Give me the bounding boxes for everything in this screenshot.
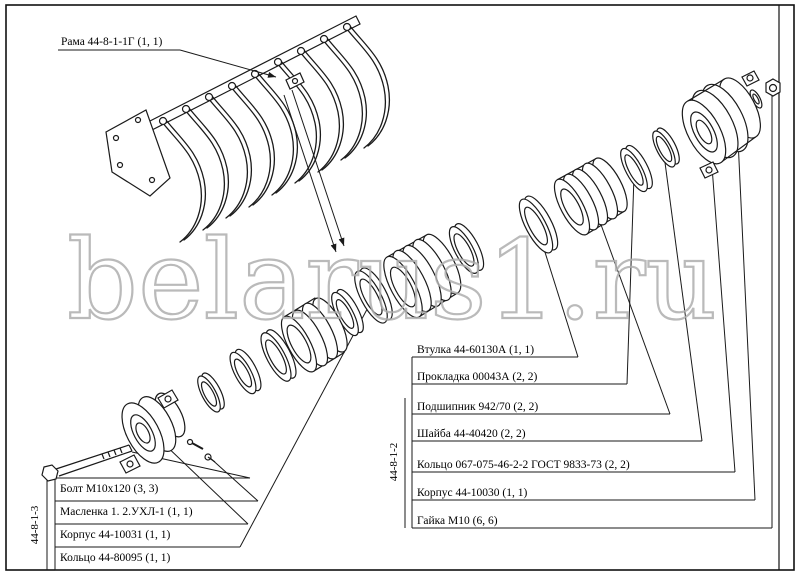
part-label-gaika: Гайка М10 (6, 6) xyxy=(417,515,498,527)
part-label-korpus-10030: Корпус 44-10030 (1, 1) xyxy=(417,487,528,499)
part-label-shaiba: Шайба 44-40420 (2, 2) xyxy=(417,428,526,440)
bushing-44-60130a-drawing xyxy=(280,297,348,373)
part-label-koltso-gost: Кольцо 067-075-46-2-2 ГОСТ 9833-73 (2, 2… xyxy=(417,459,630,471)
part-label-prokladka: Прокладка 00043А (2, 2) xyxy=(417,371,538,383)
housing-44-10031-drawing xyxy=(119,389,186,474)
nut-m10-drawing xyxy=(765,78,781,97)
frame-assembly-drawing xyxy=(105,15,390,243)
ring-small-1-drawing xyxy=(652,127,680,168)
left-group-code: 44-8-1-3 xyxy=(29,505,41,544)
ring-small-2-drawing xyxy=(620,144,653,193)
leader-lines xyxy=(46,49,773,571)
page-border xyxy=(5,4,795,571)
housing-44-10030-drawing xyxy=(681,70,761,179)
bolt-m10x120-drawing xyxy=(41,444,133,482)
part-label-maslenka: Масленка 1. 2.УХЛ-1 (1, 1) xyxy=(60,506,193,518)
right-group-code: 44-8-1-2 xyxy=(388,443,400,482)
part-label-koltso-80095: Кольцо 44-80095 (1, 1) xyxy=(60,552,171,564)
ring-medium-2-drawing xyxy=(448,223,485,274)
part-label-vtulka: Втулка 44-60130А (1, 1) xyxy=(417,344,535,356)
ring-medium-1-drawing xyxy=(518,195,559,254)
part-label-bolt: Болт М10х120 (3, 3) xyxy=(60,483,159,495)
ring-medium-3-drawing xyxy=(331,288,364,337)
part-label-korpus-10031: Корпус 44-10031 (1, 1) xyxy=(60,529,171,541)
watermark-text: belarus1.ru xyxy=(67,216,717,344)
part-label-podshipnik: Подшипник 942/70 (2, 2) xyxy=(417,401,539,413)
ring-44-80095-drawing xyxy=(354,267,393,324)
bearing-942-70-rear-drawing xyxy=(553,157,628,236)
o-ring-drawing xyxy=(197,372,225,413)
frame-part-label: Рама 44-8-1-1Г (1, 1) xyxy=(61,36,163,48)
gasket-2-drawing xyxy=(229,348,262,395)
gasket-1-drawing xyxy=(260,329,297,382)
bearing-942-70-front-drawing xyxy=(383,233,462,319)
grease-fitting-drawing xyxy=(186,438,216,463)
